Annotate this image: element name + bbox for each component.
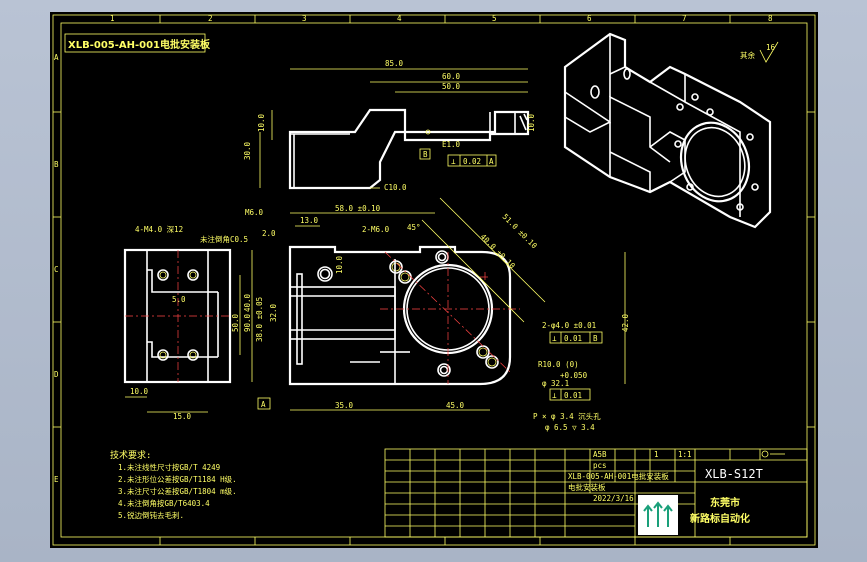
left-note: 未注倒角 <box>200 234 230 244</box>
dim-2: 2.0 <box>262 229 276 238</box>
dim-90: 90.0 <box>243 313 252 332</box>
col-number: 6 <box>587 14 592 23</box>
dim-bore-tol: +0.050 <box>560 371 588 380</box>
perp-tol: 0.02 <box>463 157 481 166</box>
dim-csink2: φ 6.5 ▽ 3.4 <box>545 423 595 432</box>
dim-5: 5.0 <box>172 295 186 304</box>
note-line: 1.未注线性尺寸按GB/T 4249 <box>118 462 220 472</box>
row-letter: A <box>54 53 59 62</box>
tb-unit: pcs <box>593 461 607 470</box>
dim-10-left: 10.0 <box>130 387 149 396</box>
dim-10-front: 10.0 <box>335 255 344 274</box>
roughness-value: 16 <box>766 43 776 52</box>
dim-csink: P × φ 3.4 沉头孔 <box>533 411 601 421</box>
tb-qty: 1 <box>654 450 659 459</box>
column-numbers: 1 2 3 4 5 6 7 8 <box>110 14 773 23</box>
tb-scale: 1:1 <box>678 450 692 459</box>
technical-notes: 技术要求: 1.未注线性尺寸按GB/T 4249 2.未注形位公差按GB/T11… <box>110 449 237 520</box>
tb-company-2: 新路标自动化 <box>690 512 750 525</box>
dim-32: 32.0 <box>269 303 278 322</box>
perp-symbol-3: ⊥ <box>552 391 557 400</box>
col-number: 3 <box>302 14 307 23</box>
datum-b-box <box>419 148 431 160</box>
company-logo-mark <box>643 501 673 527</box>
dim-58: 58.0 ±0.10 <box>335 204 381 213</box>
tb-company-1: 东莞市 <box>710 496 740 509</box>
tb-drawing-no: XLB-S12T <box>705 467 763 481</box>
tb-part-name: XLB-005-AH-001电批安装板 <box>568 471 669 481</box>
roughness-symbol: 其余 16 <box>740 41 779 63</box>
dim-42: 42.0 <box>621 313 630 332</box>
roughness-note: 其余 <box>740 50 755 60</box>
pos-frame <box>549 331 603 344</box>
perp-symbol: ⊥ <box>451 157 456 166</box>
pos-tol: 0.01 <box>564 334 582 343</box>
dim-45deg: 45° <box>407 223 421 232</box>
cad-drawing: 1 2 3 4 5 6 7 8 A B C D E XLB-005-AH-001… <box>52 14 816 546</box>
datum-a-box <box>257 397 271 410</box>
row-letter: B <box>54 160 59 169</box>
notes-title: 技术要求: <box>110 449 151 461</box>
drawing-canvas: 1 2 3 4 5 6 7 8 A B C D E XLB-005-AH-001… <box>50 12 818 548</box>
note-line: 5.锐边倒钝去毛刺. <box>118 510 184 520</box>
row-letter: C <box>54 265 59 274</box>
perp-symbol-2: ⊥ <box>552 334 557 343</box>
isometric-view <box>563 32 772 229</box>
dim-pin-holes: 2-φ4.0 ±0.01 <box>542 321 596 330</box>
dim-50-left: 50.0 <box>231 313 240 332</box>
left-view: 4-M4.0 深12 未注倒角 5.0 50.0 90.0 10.0 15.0 <box>123 225 253 421</box>
dim-51: 51.0 ±0.10 <box>501 212 540 251</box>
dim-2m6: 2-M6.0 <box>362 225 390 234</box>
dim-15: 15.0 <box>173 412 192 421</box>
title-block: A5B pcs 1 1:1 XLB-005-AH-001电批安装板 电批安装板 … <box>384 448 808 538</box>
top-view: 85.0 60.0 50.0 30.0 10.0 10.0 C10.0 E1.0… <box>243 59 536 192</box>
dim-c10: C10.0 <box>384 183 407 192</box>
perp-frame <box>447 154 497 167</box>
dim-85: 85.0 <box>385 59 404 68</box>
row-letter: D <box>54 370 59 379</box>
dim-38: 38.0 ±0.05 <box>255 297 264 342</box>
col-number: 7 <box>682 14 687 23</box>
dim-60: 60.0 <box>442 72 461 81</box>
perp-datum: A <box>489 157 494 166</box>
col-number: 4 <box>397 14 402 23</box>
dim-left-holes: 4-M4.0 深12 <box>135 225 183 234</box>
dim-40v: 40.0 <box>243 293 252 312</box>
dim-m6: M6.0 <box>245 208 264 217</box>
col-number: 1 <box>110 14 115 23</box>
dim-bore: φ 32.1 <box>542 379 569 388</box>
col-number: 8 <box>768 14 773 23</box>
drawing-title-box <box>64 33 206 53</box>
note-line: 2.未注形位公差按GB/T1184 H级. <box>118 474 237 484</box>
dim-30: 30.0 <box>243 141 252 160</box>
datum-b: B <box>423 150 428 159</box>
dim-13: 13.0 <box>300 216 319 225</box>
dim-small-10: 10.0 <box>527 113 536 132</box>
tb-date: 2022/3/16 <box>593 494 634 503</box>
note-line: 3.未注尺寸公差按GB/T1804 m级. <box>118 486 237 496</box>
dim-45: 45.0 <box>446 401 465 410</box>
bore-frame <box>549 388 591 401</box>
dim-10: 10.0 <box>257 113 266 132</box>
datum-a: A <box>261 400 266 409</box>
front-view: 58.0 ±0.10 M6.0 13.0 2.0 2-M6.0 45° 40.0… <box>230 197 630 432</box>
drawing-title: XLB-005-AH-001电批安装板 <box>68 38 211 51</box>
dim-c05: C0.5 <box>230 235 248 244</box>
tb-material: A5B <box>593 450 607 459</box>
col-number: 2 <box>208 14 213 23</box>
frame-tick-marks <box>53 15 815 545</box>
dim-50: 50.0 <box>442 82 461 91</box>
bore-pos-tol: 0.01 <box>564 391 582 400</box>
dim-r10: R10.0 (0) <box>538 360 579 369</box>
dim-e10: E1.0 <box>442 140 461 149</box>
dim-35: 35.0 <box>335 401 354 410</box>
iso-holes <box>674 93 759 211</box>
pos-datum: B <box>593 334 598 343</box>
note-line: 4.未注倒角按GB/T6403.4 <box>118 498 210 508</box>
tb-part-desc: 电批安装板 <box>568 482 606 492</box>
outer-frame <box>52 14 816 546</box>
col-number: 5 <box>492 14 497 23</box>
row-letter: E <box>54 475 59 484</box>
row-letters: A B C D E <box>54 53 59 484</box>
